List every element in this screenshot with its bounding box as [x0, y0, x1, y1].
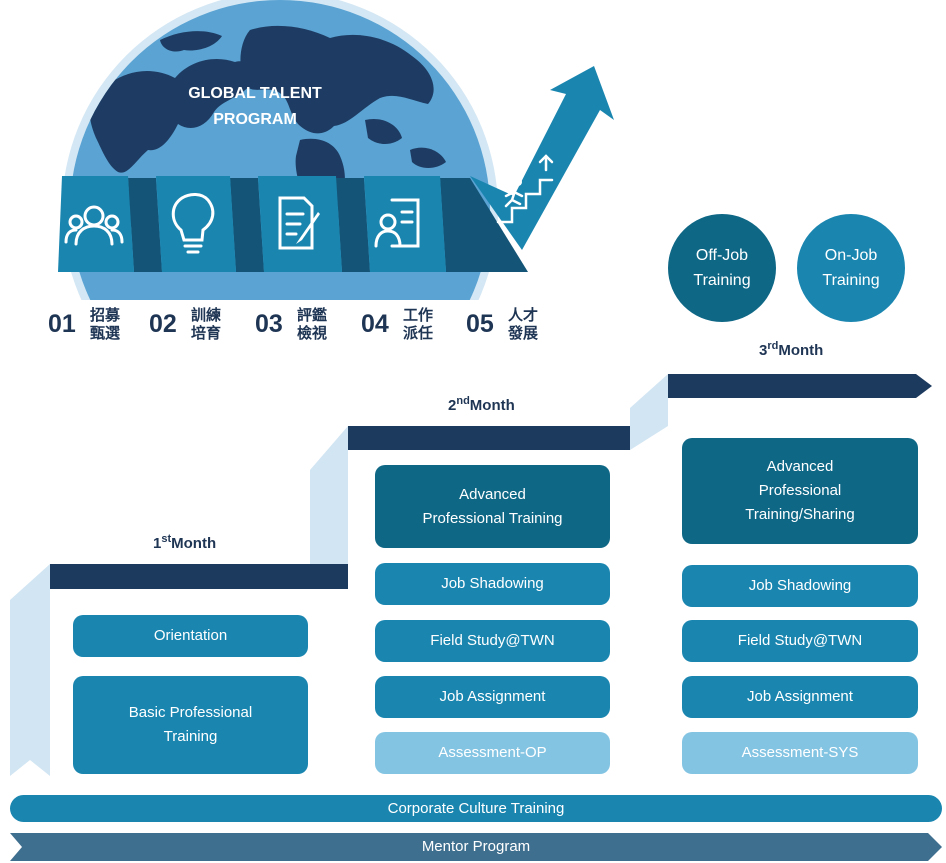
month3-label: 3rdMonth — [759, 340, 824, 359]
field-study-box: Field Study@TWN — [682, 620, 918, 662]
mentor-program-label: Mentor Program — [421, 838, 531, 855]
step-label: 工作派任 — [403, 306, 434, 342]
job-shadowing-box: Job Shadowing — [375, 563, 610, 605]
step-number: 02 — [149, 310, 177, 338]
mentor-program-arrow — [10, 833, 942, 861]
step-label: 人才發展 — [508, 306, 539, 342]
month3-bar — [668, 374, 932, 398]
stair-riser-3 — [630, 374, 668, 450]
global-talent-graphic: GLOBAL TALENT PROGRAM — [58, 0, 614, 300]
step-number: 01 — [48, 310, 76, 338]
stair-riser-2 — [310, 426, 348, 564]
assessment-op-box: Assessment-OP — [375, 732, 610, 774]
month1-bar — [50, 564, 348, 589]
month-staircase — [10, 374, 932, 776]
step-label: 招募甄選 — [90, 306, 121, 342]
step-number: 03 — [255, 310, 283, 338]
step-number: 04 — [361, 310, 389, 338]
assessment-sys-box: Assessment-SYS — [682, 732, 918, 774]
step-number: 05 — [466, 310, 494, 338]
job-assignment-box: Job Assignment — [682, 676, 918, 718]
people-group-icon — [64, 205, 124, 246]
person-climbing-stairs-icon — [496, 154, 554, 224]
month2-bar — [348, 426, 630, 450]
globe-title-line1: GLOBAL TALENT — [188, 85, 322, 102]
growth-arrow — [470, 66, 614, 250]
ribbon-folds — [128, 178, 528, 272]
step-label: 評鑑檢視 — [297, 306, 328, 342]
corporate-culture-training-bar: Corporate Culture Training — [10, 795, 942, 822]
orientation-box: Orientation — [73, 615, 308, 657]
step-label: 訓練培育 — [191, 306, 222, 342]
document-pen-icon — [278, 196, 320, 250]
field-study-box: Field Study@TWN — [375, 620, 610, 662]
job-assignment-box: Job Assignment — [375, 676, 610, 718]
lightbulb-icon — [171, 193, 215, 254]
month1-label: 1stMonth — [153, 533, 217, 552]
stair-riser-1 — [10, 564, 50, 776]
month2-label: 2ndMonth — [448, 395, 515, 414]
job-shadowing-box: Job Shadowing — [682, 565, 918, 607]
globe-title-line2: PROGRAM — [213, 111, 297, 128]
person-document-icon — [374, 198, 420, 248]
